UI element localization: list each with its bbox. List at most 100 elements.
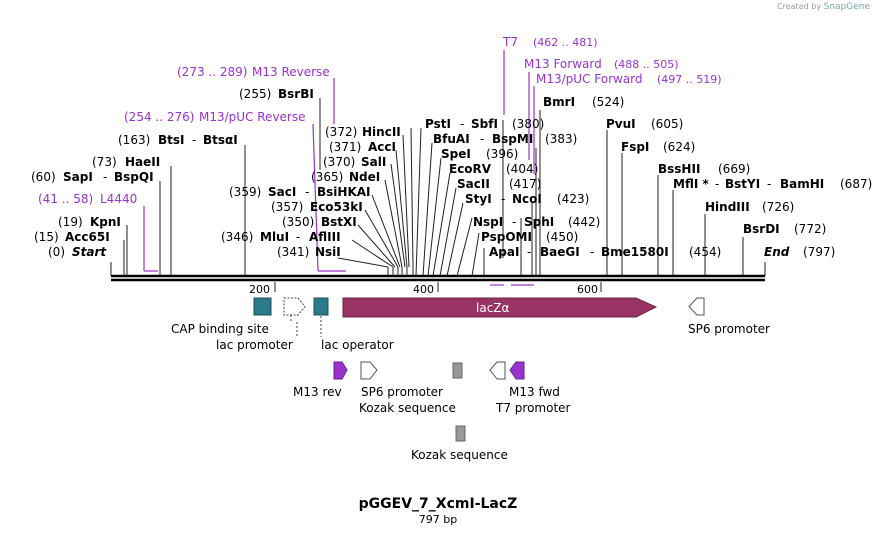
site-sapi-name: SapI xyxy=(63,170,93,184)
site-sbfi-name: SbfI xyxy=(471,117,498,131)
site-apai-name: ApaI xyxy=(489,245,519,259)
site-apai-pos: (454) xyxy=(689,245,721,259)
site-eco53ki-name: Eco53kI xyxy=(310,200,363,214)
site-bspmi-name: BspMI xyxy=(492,132,533,146)
site-fspi-pos: (624) xyxy=(663,140,695,154)
site-mlui-pos: (346) xyxy=(221,230,253,244)
site-afliii-name: AflIII xyxy=(309,230,341,244)
feature-track: lacZα CAP binding site lac promoter lac … xyxy=(171,297,770,462)
site-ncoi-name: NcoI xyxy=(512,192,542,206)
lac-promoter-arrow[interactable] xyxy=(283,297,306,316)
m13-fwd-label: M13 fwd xyxy=(509,385,560,399)
site-sphi-name: SphI xyxy=(524,215,554,229)
primer-l4440-pos: (41 .. 58) xyxy=(38,192,93,206)
m13-rev-arrow[interactable] xyxy=(333,361,348,380)
lac-operator-label: lac operator xyxy=(321,338,394,352)
site-mlui-name: MluI xyxy=(260,230,289,244)
site-spei-name: SpeI xyxy=(441,147,471,161)
primer-t7-pos: (462 .. 481) xyxy=(533,36,598,49)
site-btsi-dash: - xyxy=(192,133,196,147)
site-sali-pos: (370) xyxy=(323,155,355,169)
site-apai-dash: - xyxy=(527,245,531,259)
site-acc65i-pos: (15) xyxy=(34,230,59,244)
kozak-sequence-box-2[interactable] xyxy=(455,425,466,442)
site-sacii-pos: (417) xyxy=(509,177,541,191)
site-sacii-name: SacII xyxy=(457,177,490,191)
site-bmri-pos: (524) xyxy=(592,95,624,109)
site-mfli-pos: (687) xyxy=(840,177,872,191)
site-bmri-name: BmrI xyxy=(543,95,575,109)
site-eco53ki-pos: (357) xyxy=(271,200,303,214)
site-saci-pos: (359) xyxy=(229,185,261,199)
plasmid-name: pGGEV_7_XcmI-LacZ xyxy=(358,496,518,512)
site-psti-pos: (380) xyxy=(512,117,544,131)
primer-m13puc-rev-pos: (254 .. 276) xyxy=(124,110,194,124)
site-pspomi-name: PspOMI xyxy=(481,230,532,244)
site-mfli-name: MflI * xyxy=(673,177,709,191)
site-pvui-name: PvuI xyxy=(606,117,636,131)
ruler: 200 400 600 xyxy=(249,282,602,296)
site-msshii-name: BssHII xyxy=(658,162,700,176)
site-psti-dash: - xyxy=(460,117,464,131)
site-hincii-pos: (372) xyxy=(325,125,357,139)
site-bstxi-pos: (350) xyxy=(282,215,314,229)
kozak-sequence-box-1[interactable] xyxy=(452,362,463,379)
site-nsii-pos: (341) xyxy=(277,245,309,259)
t7-promoter-label: T7 promoter xyxy=(495,401,571,415)
site-btsi-name: BtsI xyxy=(158,133,185,147)
site-bsrbi-pos: (255) xyxy=(239,87,271,101)
site-haeii-name: HaeII xyxy=(125,155,160,169)
site-mfli-dash: - xyxy=(715,177,719,191)
site-acci-name: AccI xyxy=(368,140,396,154)
site-saci-dash: - xyxy=(305,185,309,199)
site-bsrdi-pos: (772) xyxy=(794,222,826,236)
cap-binding-site-box[interactable] xyxy=(253,297,272,316)
site-msshii-pos: (669) xyxy=(718,162,750,176)
site-sapi-dash: - xyxy=(103,170,107,184)
site-pspomi-pos: (450) xyxy=(546,230,578,244)
primer-t7-name: T7 xyxy=(502,35,518,49)
site-start-pos: (0) xyxy=(48,245,65,259)
site-bfuai-name: BfuAI xyxy=(433,132,470,146)
site-pvui-pos: (605) xyxy=(651,117,683,131)
sp6-promoter-right-arrow[interactable] xyxy=(688,297,705,316)
site-styi-dash: - xyxy=(501,192,505,206)
site-bstyi-dash: - xyxy=(767,177,771,191)
site-end-pos: (797) xyxy=(803,245,835,259)
lac-operator-box[interactable] xyxy=(313,297,329,316)
primer-m13-fwd-name: M13 Forward xyxy=(524,57,602,71)
site-sali-name: SalI xyxy=(361,155,386,169)
site-nspi-name: NspI xyxy=(473,215,503,229)
site-bfuai-dash: - xyxy=(480,132,484,146)
site-fspi-name: FspI xyxy=(621,140,649,154)
plasmid-length: 797 bp xyxy=(418,513,458,526)
sp6-promoter-label: SP6 promoter xyxy=(361,385,443,399)
site-bstxi-name: BstXI xyxy=(321,215,357,229)
site-nspi-pos: (442) xyxy=(568,215,600,229)
site-bsihkai-name: BsiHKAI xyxy=(317,185,371,199)
snapgene-credit: Created by SnapGene xyxy=(777,2,870,12)
primer-m13-rev-pos: (273 .. 289) xyxy=(177,65,247,79)
site-bamhi-name: BamHI xyxy=(780,177,824,191)
site-bspqi-name: BspQI xyxy=(114,170,154,184)
sp6-promoter-arrow[interactable] xyxy=(360,361,378,380)
lacz-alpha-arrow[interactable] xyxy=(342,297,658,318)
site-bsrdi-name: BsrDI xyxy=(743,222,780,236)
snapgene-logo-text: SnapGene xyxy=(823,2,870,12)
lac-promoter-label: lac promoter xyxy=(216,338,293,352)
tick-200: 200 xyxy=(249,283,270,296)
site-styi-pos: (423) xyxy=(557,192,589,206)
site-kpni-pos: (19) xyxy=(58,215,83,229)
t7-promoter-arrow[interactable] xyxy=(489,361,506,380)
sp6-promoter-right-label: SP6 promoter xyxy=(688,322,770,336)
m13-fwd-arrow[interactable] xyxy=(509,361,525,380)
site-acc65i-name: Acc65I xyxy=(65,230,110,244)
site-spei-pos: (396) xyxy=(486,147,518,161)
restriction-site-labels: (0) Start (15) Acc65I (19) KpnI (41 .. 5… xyxy=(31,35,872,259)
primer-m13puc-fwd-pos: (497 .. 519) xyxy=(657,73,722,86)
site-baegi-name: BaeGI xyxy=(540,245,580,259)
primer-m13-rev-name: M13 Reverse xyxy=(252,65,330,79)
site-bme1580i-name: Bme1580I xyxy=(601,245,669,259)
created-by-label: Created by xyxy=(777,2,822,11)
